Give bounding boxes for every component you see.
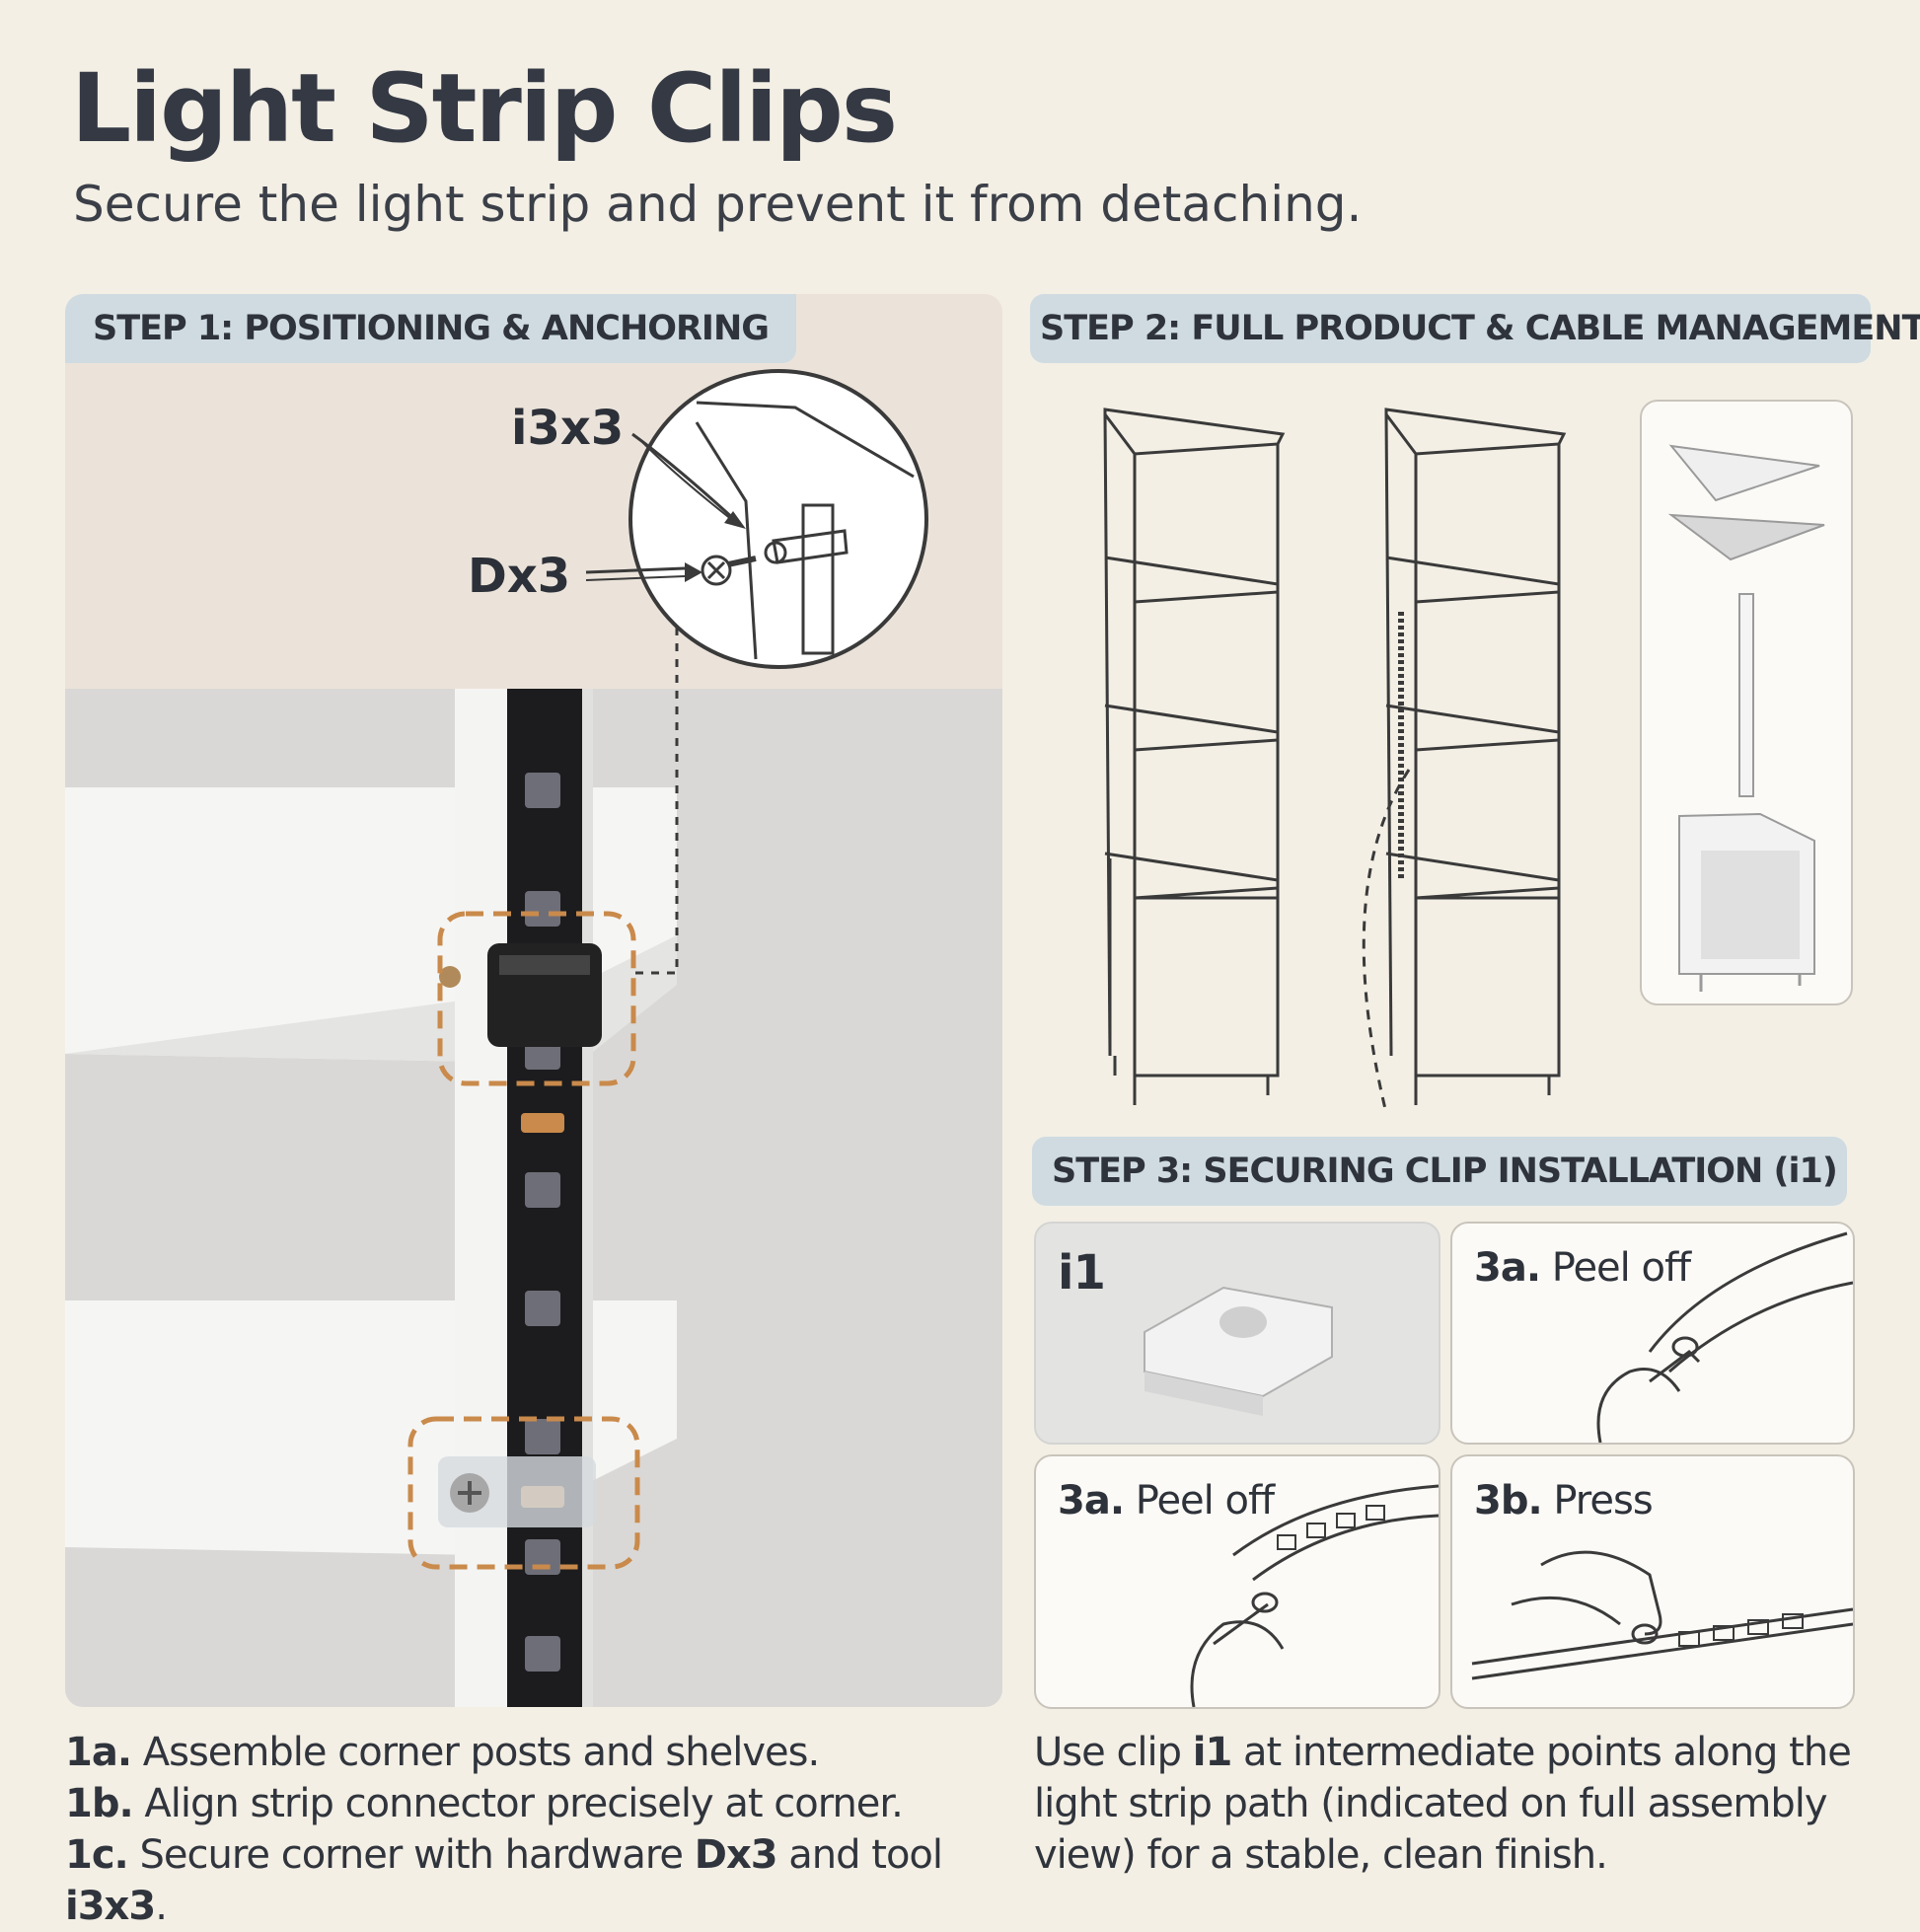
part-shelf-top	[1668, 444, 1820, 502]
step3a-label-1: 3a. Peel off	[1474, 1245, 1691, 1291]
screw-icon	[701, 555, 757, 586]
step3b-press-card: 3b. Press	[1450, 1454, 1855, 1709]
clip-i1-card: i1	[1034, 1222, 1440, 1445]
step1-panel: STEP 1: POSITIONING & ANCHORING i3x3 Dx3	[65, 294, 1002, 1707]
peel-hand-illustration-1	[1596, 1231, 1853, 1443]
instructions-right: Use clip i1 at intermediate points along…	[1034, 1730, 1852, 1878]
step3-label: STEP 3: SECURING CLIP INSTALLATION (i1)	[1032, 1137, 1847, 1206]
arrow-dx3	[585, 566, 686, 574]
callout-dx3: Dx3	[468, 549, 571, 604]
highlight-clip	[407, 1416, 640, 1570]
page-subtitle: Secure the light strip and prevent it fr…	[73, 176, 1363, 233]
page-title: Light Strip Clips	[71, 53, 898, 164]
part-post	[1738, 593, 1754, 797]
highlight-connector	[437, 911, 636, 1086]
parts-illustration	[1667, 444, 1825, 992]
parts-card	[1640, 400, 1853, 1005]
screw-upper	[439, 966, 461, 988]
callout-i3x3: i3x3	[511, 401, 625, 456]
cable-path-dashed	[1362, 769, 1411, 1114]
peel-hand-illustration-2	[1190, 1484, 1439, 1707]
part-shelf	[1667, 513, 1825, 561]
step3a-peel-card-1: 3a. Peel off	[1450, 1222, 1855, 1445]
step3b-label: 3b. Press	[1474, 1478, 1654, 1523]
step3a-label-2: 3a. Peel off	[1058, 1478, 1275, 1523]
instruction-1b: 1b. Align strip connector precisely at c…	[65, 1781, 904, 1826]
shelf-unit-right	[1384, 408, 1567, 1105]
instructions-left: 1a. Assemble corner posts and shelves. 1…	[65, 1727, 1002, 1932]
shelf-unit-left	[1103, 408, 1286, 1105]
step1-label: STEP 1: POSITIONING & ANCHORING	[65, 294, 796, 363]
magnifier-circle	[628, 369, 928, 669]
instruction-1a: 1a. Assemble corner posts and shelves.	[65, 1730, 820, 1775]
step2-label: STEP 2: FULL PRODUCT & CABLE MANAGEMENT	[1030, 294, 1920, 363]
press-hand-illustration	[1471, 1550, 1853, 1680]
step2-shelf-illustration	[1103, 408, 1567, 1114]
step3a-peel-card-2: 3a. Peel off	[1034, 1454, 1440, 1709]
instruction-1c: 1c. Secure corner with hardware Dx3 and …	[65, 1832, 943, 1929]
clip-i1-label: i1	[1058, 1245, 1106, 1300]
clip-i1-illustration	[1144, 1286, 1333, 1416]
step1-illustration	[65, 369, 1002, 1707]
arrow-i3x3	[631, 432, 738, 523]
